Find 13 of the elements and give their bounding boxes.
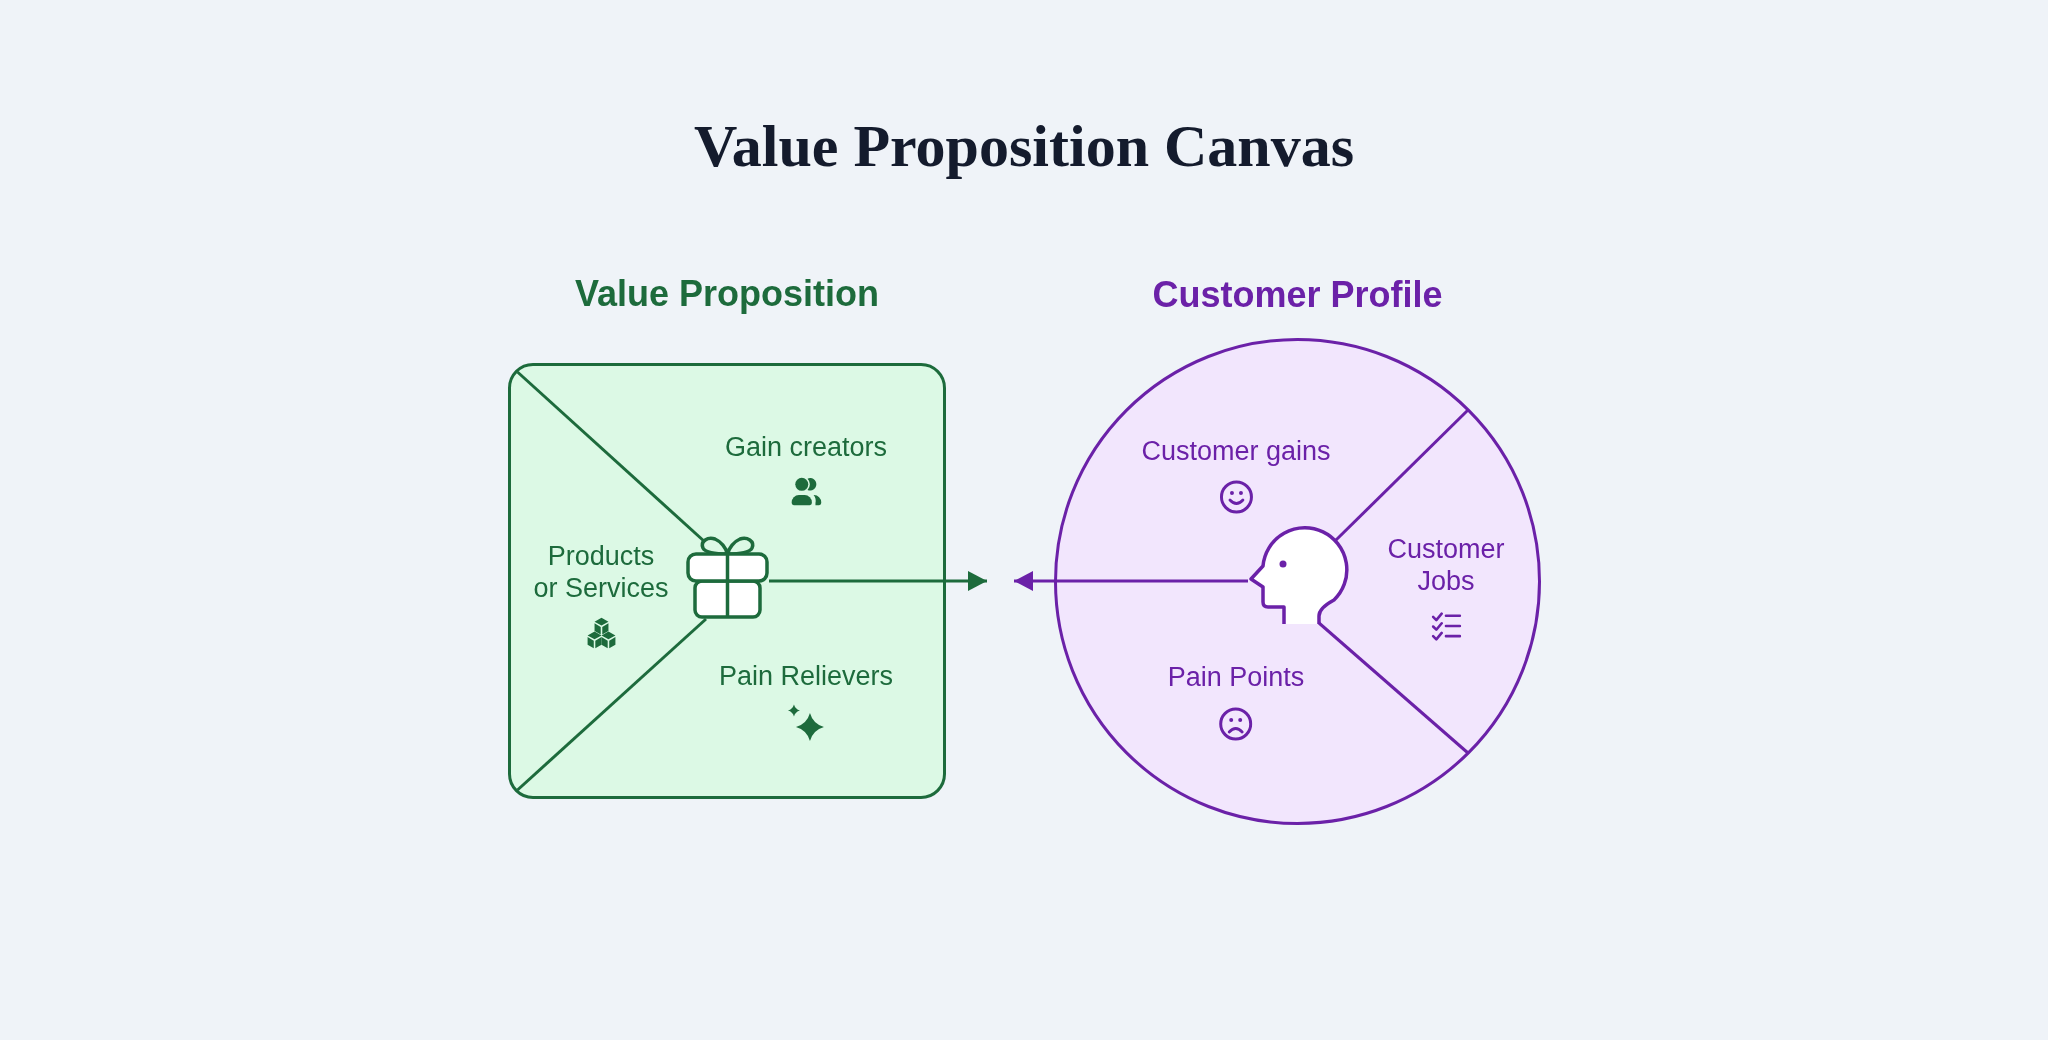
section-label: Gain creators xyxy=(724,431,888,463)
gift-icon xyxy=(686,536,769,619)
section-label: Customer Jobs xyxy=(1386,533,1506,597)
title: Value Proposition Canvas xyxy=(692,112,1356,181)
section-label: Products or Services xyxy=(532,540,670,604)
section-label: Pain Relievers xyxy=(718,660,894,692)
arrow xyxy=(769,571,987,591)
section-heading: Customer Profile xyxy=(1151,273,1444,317)
arrow xyxy=(1014,571,1248,591)
section-label: Pain Points xyxy=(1167,661,1305,693)
section-label: Customer gains xyxy=(1141,435,1331,467)
head-profile-icon xyxy=(1248,528,1346,626)
section-heading: Value Proposition xyxy=(573,272,881,316)
